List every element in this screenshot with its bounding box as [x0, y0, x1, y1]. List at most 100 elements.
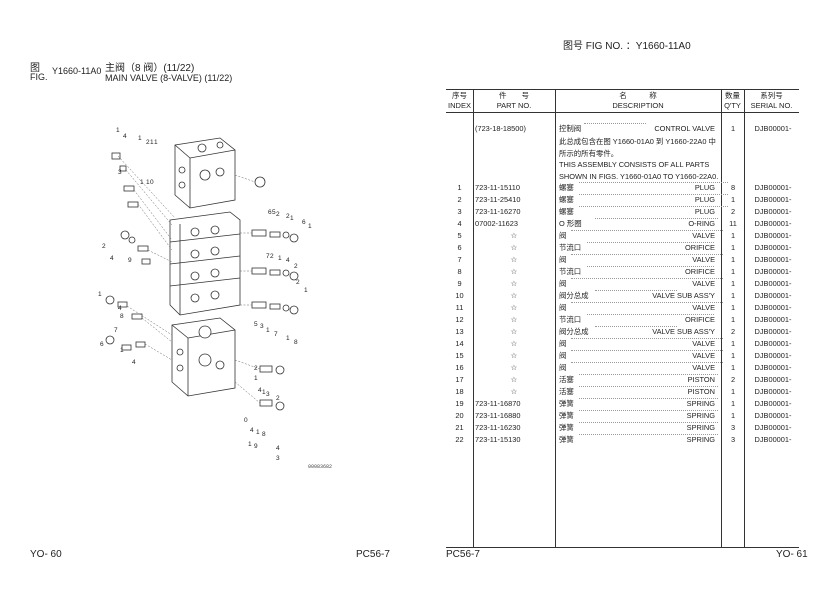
callout-number: 1 — [138, 135, 142, 142]
row-dots — [595, 290, 677, 291]
assembly-note-2: 所示的所有零件。 — [559, 149, 619, 158]
row-part-no: 723-11-16880 — [475, 411, 521, 420]
row-desc-en: SPRING — [686, 411, 715, 420]
row-qty: 1 — [730, 231, 736, 240]
row-dots — [579, 182, 728, 183]
callout-number: 4 — [118, 305, 122, 312]
row-qty: 1 — [730, 363, 736, 372]
callout-number: 9 — [254, 443, 258, 450]
row-part-no: ☆ — [510, 267, 518, 276]
callout-number: 4 — [276, 445, 280, 452]
row-desc-cn: 阀分总成 — [559, 291, 589, 300]
assembly-row: (723-18-18500) 控制阀 CONTROL VALVE 1 DJB00… — [475, 123, 792, 133]
row-serial: DJB00001- — [754, 291, 792, 300]
callout-number: 1 — [154, 139, 158, 146]
row-desc-en: PLUG — [694, 207, 715, 216]
row-qty: 8 — [730, 183, 736, 192]
row-qty: 1 — [730, 315, 736, 324]
row-desc-cn: 节流口 — [559, 243, 582, 252]
row-dots — [571, 362, 723, 363]
callout-number: 5 — [254, 321, 258, 328]
callout-number: 9 — [128, 257, 132, 264]
row-dots — [579, 206, 728, 207]
row-desc-cn: 活塞 — [559, 375, 574, 384]
row-serial: DJB00001- — [754, 363, 792, 372]
row-desc-cn: 节流口 — [559, 267, 582, 276]
callout-number: 5 — [272, 209, 276, 216]
row-dots — [587, 242, 714, 243]
callout-number: 6 — [302, 219, 306, 226]
row-qty: 3 — [730, 435, 736, 444]
fig-label-en: FIG. — [30, 72, 48, 82]
row-index: 21 — [455, 423, 464, 432]
row-serial: DJB00001- — [754, 327, 792, 336]
row-qty: 11 — [729, 219, 737, 228]
callout-number: 8 — [262, 431, 266, 438]
row-desc-cn: 弹簧 — [559, 435, 574, 444]
row-desc-cn: 阀 — [559, 231, 567, 240]
row-serial: DJB00001- — [754, 219, 792, 228]
callout-number: 4 — [110, 255, 114, 262]
row-index: 6 — [457, 243, 462, 252]
row-index: 19 — [455, 399, 464, 408]
row-part-no: ☆ — [510, 351, 518, 360]
row-index: 17 — [455, 375, 464, 384]
row-part-no: 723-11-15110 — [475, 183, 520, 192]
row-serial: DJB00001- — [754, 399, 792, 408]
row-index: 14 — [455, 339, 464, 348]
row-serial: DJB00001- — [754, 423, 792, 432]
fig-number: Y1660-11A0 — [52, 66, 102, 76]
row-desc-en: VALVE SUB ASS'Y — [652, 291, 715, 300]
callout-number: 7 — [274, 331, 278, 338]
row-desc-cn: O 形圈 — [559, 219, 582, 228]
row-desc-en: SPRING — [686, 435, 715, 444]
row-dots — [587, 314, 714, 315]
row-desc-en: VALVE — [692, 255, 715, 264]
row-qty: 1 — [730, 195, 736, 204]
row-index: 22 — [455, 435, 464, 444]
assembly-note-4: SHOWN IN FIGS. Y1660-01A0 TO Y1660-22A0. — [559, 172, 719, 181]
row-part-no: ☆ — [510, 375, 518, 384]
row-serial: DJB00001- — [754, 435, 792, 444]
callout-number: 4 — [286, 257, 290, 264]
row-part-no: ☆ — [510, 291, 518, 300]
callout-number: 2 — [286, 213, 290, 220]
row-dots — [571, 278, 723, 279]
callout-number: 4 — [123, 133, 127, 140]
left-exploded-parts — [105, 152, 151, 351]
row-qty: 1 — [730, 243, 736, 252]
row-serial: DJB00001- — [754, 255, 792, 264]
assembly-note-1: 此总成包含在图 Y1660-01A0 到 Y1660-22A0 中 — [559, 137, 716, 146]
row-qty: 1 — [730, 411, 736, 420]
callout-number: 1 — [278, 255, 282, 262]
row-desc-cn: 活塞 — [559, 387, 574, 396]
row-index: 5 — [457, 231, 462, 240]
row-qty: 2 — [730, 327, 736, 336]
fig-label-cn: 图 — [30, 63, 40, 74]
row-part-no: ☆ — [510, 243, 518, 252]
row-part-no: 723-11-15130 — [475, 435, 521, 444]
row-serial: DJB00001- — [754, 315, 792, 324]
row-desc-en: PISTON — [687, 387, 715, 396]
row-desc-en: PLUG — [694, 195, 715, 204]
right-exploded-parts — [251, 176, 299, 411]
row-serial: DJB00001- — [754, 339, 792, 348]
row-part-no: 723-11-25410 — [475, 195, 521, 204]
row-desc-en: VALVE — [692, 231, 715, 240]
row-desc-en: SPRING — [686, 423, 715, 432]
row-index: 10 — [455, 291, 464, 300]
row-qty: 3 — [730, 423, 736, 432]
right-model: PC56-7 — [446, 549, 480, 560]
callout-number: 1 — [256, 429, 260, 436]
callout-number: 2 — [296, 279, 300, 286]
leader-lines — [117, 155, 261, 404]
